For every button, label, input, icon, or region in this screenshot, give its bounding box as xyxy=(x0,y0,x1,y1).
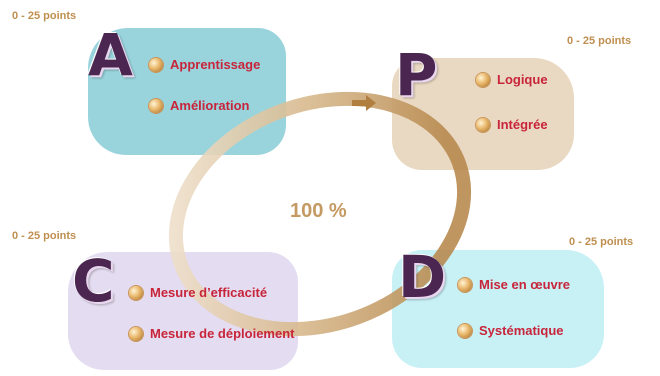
center-percentage: 100 % xyxy=(290,200,347,222)
quadrant-c-item: Mesure d’efficacité xyxy=(129,285,267,300)
bullet-icon xyxy=(129,326,143,341)
quadrant-p-item-label: Intégrée xyxy=(497,117,548,132)
bullet-icon xyxy=(476,72,490,87)
quadrant-c-item: Mesure de déploiement xyxy=(129,326,294,341)
cycle-arrow-icon xyxy=(352,95,376,111)
bullet-icon xyxy=(476,117,490,132)
bullet-icon xyxy=(149,98,163,113)
quadrant-d-item-label: Mise en œuvre xyxy=(479,277,571,292)
quadrant-a-item: Apprentissage xyxy=(149,57,260,72)
quadrant-a-item-label: Apprentissage xyxy=(170,57,261,72)
quadrant-p-letter: P xyxy=(395,41,438,109)
quadrant-a-item-label: Amélioration xyxy=(170,98,250,113)
quadrant-p-item: Logique xyxy=(476,72,548,87)
quadrant-c-item-label: Mesure de déploiement xyxy=(150,326,295,341)
bullet-icon xyxy=(149,57,163,72)
quadrant-d-item: Systématique xyxy=(458,323,564,338)
quadrant-c-item-label: Mesure d’efficacité xyxy=(150,285,268,300)
quadrant-d-item: Mise en œuvre xyxy=(458,277,570,292)
quadrant-d-points: 0 - 25 points xyxy=(569,236,634,248)
quadrant-a-points: 0 - 25 points xyxy=(12,10,77,22)
cycle-ellipse xyxy=(168,91,472,337)
bullet-icon xyxy=(458,277,472,292)
quadrant-p-points: 0 - 25 points xyxy=(567,35,632,47)
quadrant-p-item: Intégrée xyxy=(476,117,548,132)
quadrant-c-points: 0 - 25 points xyxy=(12,230,77,242)
quadrant-c-letter: C xyxy=(72,247,115,315)
quadrant-d-letter: D xyxy=(398,243,447,311)
quadrant-p-item-label: Logique xyxy=(497,72,548,87)
quadrant-a-item: Amélioration xyxy=(149,98,249,113)
quadrant-d-item-label: Systématique xyxy=(479,323,564,338)
bullet-icon xyxy=(129,285,143,300)
quadrant-a-letter: A xyxy=(88,21,133,89)
quadrant-a-box xyxy=(88,28,286,155)
bullet-icon xyxy=(458,323,472,338)
